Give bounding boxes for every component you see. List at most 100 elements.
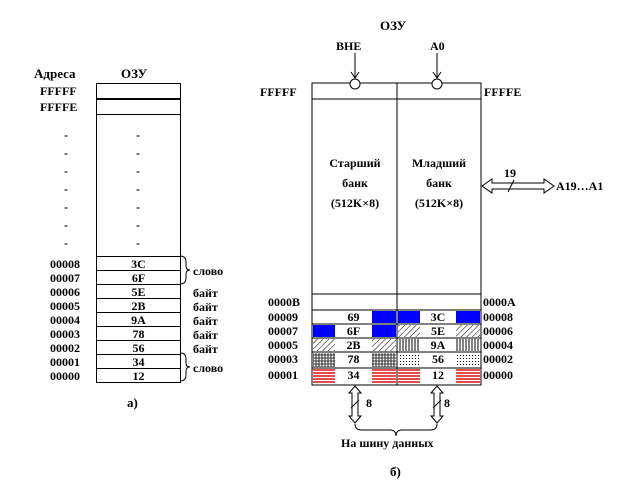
ellipsis-address: -	[64, 182, 68, 196]
memory-address: 00000	[50, 369, 80, 383]
data-width-right: 8	[444, 396, 450, 410]
bhe-signal-label: ВНЕ	[336, 39, 362, 53]
memory-cell	[96, 368, 181, 383]
ellipsis-address: -	[64, 164, 68, 178]
memory-address: 00006	[50, 285, 80, 299]
address-b-fffe: FFFFE	[484, 85, 522, 99]
low-bank-label: Младший банк (512K×8)	[397, 153, 481, 213]
address-b-0000a: 0000A	[483, 295, 516, 309]
high-byte-value: 34	[347, 368, 360, 382]
low-byte-value: 12	[432, 368, 444, 382]
a0-arrow-head	[432, 71, 442, 79]
data-bus-label: На шину данных	[341, 436, 434, 450]
address-bus-width: 19	[504, 166, 516, 180]
high-byte-value: 2B	[346, 338, 361, 352]
address-bus-arrow	[481, 178, 555, 194]
word-brace-top	[179, 255, 191, 285]
annotation-byte-3: байт	[193, 328, 218, 342]
high-byte-value: 6F	[346, 324, 361, 338]
low-bank-fill	[456, 325, 480, 337]
low-byte-value: 5E	[430, 324, 445, 338]
memory-address: 00002	[50, 341, 80, 355]
memory-value: 5E	[131, 285, 146, 299]
memory-right-edge	[180, 115, 181, 256]
right-address: 00004	[483, 338, 513, 352]
low-byte-value: 3C	[430, 310, 446, 324]
ellipsis-value: -	[136, 200, 140, 214]
right-address: 00000	[483, 368, 513, 382]
address-fffe: FFFFE	[40, 100, 78, 114]
left-address: 00005	[268, 338, 298, 352]
high-bank-fill	[372, 339, 396, 351]
ellipsis-address: -	[64, 146, 68, 160]
a0-signal-label: A0	[430, 39, 445, 53]
high-bank-fill	[313, 325, 335, 337]
right-address: 00006	[483, 324, 513, 338]
low-bank-line-2: банк	[426, 176, 452, 190]
high-bank-fill	[313, 353, 335, 367]
ram-title-b: ОЗУ	[380, 18, 407, 33]
annotation-byte-4: байт	[193, 314, 218, 328]
memory-value: 9A	[131, 313, 146, 327]
low-bank-fill	[398, 325, 420, 337]
memory-value: 3C	[131, 257, 146, 271]
memory-value: 34	[132, 355, 145, 369]
low-bank-fill	[456, 369, 480, 384]
a0-inverter-circle	[431, 78, 443, 90]
memory-cell-fffe	[96, 99, 181, 115]
low-bank-fill	[398, 369, 420, 384]
memory-value: 56	[132, 341, 145, 355]
ellipsis-address: -	[64, 128, 68, 142]
ellipsis-value: -	[136, 146, 140, 160]
data-bus-brace	[354, 423, 438, 437]
ellipsis-value: -	[136, 182, 140, 196]
annotation-byte-2: байт	[193, 342, 218, 356]
bhe-inverter-circle	[349, 78, 361, 90]
high-bank-fill	[313, 369, 335, 384]
address-column-header: Адреса	[34, 66, 76, 81]
annotation-byte-6: байт	[193, 286, 218, 300]
ellipsis-value: -	[136, 128, 140, 142]
row-graphics-b	[312, 309, 481, 386]
ellipsis-address: -	[64, 218, 68, 232]
data-slash-left	[350, 399, 360, 409]
low-bank-fill	[456, 353, 480, 367]
word-brace-bottom	[179, 352, 191, 382]
address-bus-slash	[507, 179, 515, 193]
memory-value: 6F	[131, 271, 146, 285]
caption-b: б)	[390, 464, 401, 479]
high-bank-fill	[372, 369, 396, 384]
annotation-word-bottom: слово	[193, 361, 224, 375]
low-bank-fill	[398, 339, 420, 351]
high-bank-fill	[372, 311, 396, 323]
high-bank-fill	[313, 339, 335, 351]
annotation-byte-5: байт	[193, 300, 218, 314]
low-byte-value: 56	[432, 352, 444, 366]
address-bus-label: A19…A1	[556, 179, 604, 193]
high-bank-line-2: банк	[342, 176, 368, 190]
high-bank-fill	[372, 353, 396, 367]
ellipsis-address: -	[64, 236, 68, 250]
ellipsis-value: -	[136, 218, 140, 232]
high-bank-line-1: Старший	[329, 156, 381, 170]
high-byte-value: 78	[347, 352, 360, 366]
memory-address: 00007	[50, 271, 80, 285]
memory-value: 12	[132, 369, 145, 383]
memory-cell-fffff	[96, 83, 181, 99]
memory-value: 78	[132, 327, 145, 341]
left-address: 00007	[268, 324, 298, 338]
left-address: 00009	[268, 310, 298, 324]
address-fffff: FFFFF	[40, 84, 77, 98]
data-slash-right	[432, 399, 442, 409]
ellipsis-address: -	[64, 200, 68, 214]
low-bank-line-1: Младший	[411, 156, 467, 170]
ram-header-a: ОЗУ	[121, 66, 148, 81]
low-bank-fill	[456, 339, 480, 351]
high-bank-fill	[372, 325, 396, 337]
low-bank-fill	[398, 353, 420, 367]
high-byte-value: 69	[347, 310, 360, 324]
ellipsis-value: -	[136, 164, 140, 178]
ellipsis-value: -	[136, 236, 140, 250]
